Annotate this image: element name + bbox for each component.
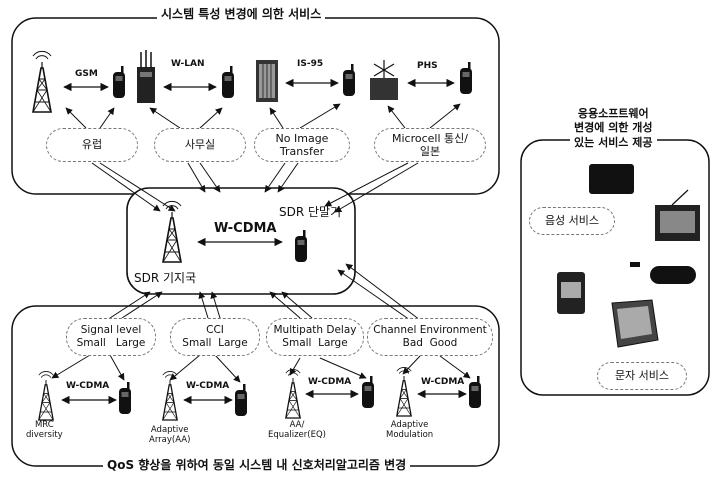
am-tower-icon bbox=[396, 366, 412, 417]
bottom-protocol-label-2: W-CDMA bbox=[186, 381, 230, 391]
right-section-title: 응용소프트웨어 변경에 의한 개성 있는 서비스 제공 bbox=[570, 107, 657, 150]
top-to-center-arrows bbox=[91, 162, 419, 213]
aaeq-phone-icon bbox=[362, 376, 374, 408]
mrc-tower-icon bbox=[38, 370, 54, 421]
phs-phone-icon bbox=[460, 62, 472, 94]
gsm-phone-icon bbox=[113, 66, 125, 98]
text-service: 문자 서비스 bbox=[597, 362, 687, 390]
aa-tower-icon bbox=[162, 370, 178, 421]
device-pda-icon bbox=[611, 299, 659, 348]
protocol-label-gsm: GSM bbox=[75, 69, 98, 79]
caption-aa-equalizer: AA/ Equalizer(EQ) bbox=[268, 420, 326, 440]
aaeq-tower-icon bbox=[285, 368, 301, 419]
mrc-phone-icon bbox=[119, 382, 131, 414]
is95-base-unit-icon bbox=[256, 60, 278, 102]
center-protocol-label: W-CDMA bbox=[214, 221, 277, 236]
top-section-frame bbox=[11, 17, 500, 195]
sdr-terminal-label: SDR 단말기 bbox=[279, 205, 342, 219]
protocol-label-wlan: W-LAN bbox=[171, 59, 205, 69]
service-office: 사무실 bbox=[154, 128, 246, 162]
condition-to-device-arrows bbox=[51, 354, 471, 383]
am-phone-icon bbox=[469, 376, 481, 408]
bottom-to-center-arrows bbox=[109, 263, 421, 321]
bottom-protocol-label-1: W-CDMA bbox=[66, 381, 110, 391]
service-no-image-transfer: No Image Transfer bbox=[254, 128, 350, 162]
device-radio-icon bbox=[655, 189, 700, 241]
device-speaker-icon bbox=[589, 164, 634, 194]
wlan-phone-icon bbox=[222, 66, 234, 98]
condition-signal-level: Signal level Small Large bbox=[66, 318, 156, 356]
is95-phone-icon bbox=[343, 64, 355, 96]
aa-phone-icon bbox=[235, 384, 247, 416]
caption-mrc-diversity: MRC diversity bbox=[26, 420, 63, 440]
condition-cci: CCI Small Large bbox=[170, 318, 260, 356]
service-microcell: Microcell 통신/ 일본 bbox=[374, 128, 486, 162]
phs-base-station-icon bbox=[370, 60, 398, 100]
condition-channel-environment: Channel Environment Bad Good bbox=[367, 318, 493, 356]
sdr-base-station-label: SDR 기지국 bbox=[134, 271, 197, 285]
device-remote-icon bbox=[630, 262, 696, 284]
bottom-protocol-label-4: W-CDMA bbox=[421, 377, 465, 387]
bottom-section-title: QoS 향상을 위하여 동일 시스템 내 신호처리알고리즘 변경 bbox=[103, 458, 411, 473]
protocol-label-phs: PHS bbox=[417, 61, 438, 71]
condition-multipath-delay: Multipath Delay Small Large bbox=[266, 318, 364, 356]
top-section-title: 시스템 특성 변경에 의한 서비스 bbox=[157, 7, 326, 22]
gsm-tower-icon bbox=[32, 50, 52, 113]
caption-adaptive-array: Adaptive Array(AA) bbox=[149, 425, 191, 445]
voice-service: 음성 서비스 bbox=[529, 207, 615, 235]
wlan-hub-icon bbox=[137, 50, 155, 103]
caption-adaptive-modulation: Adaptive Modulation bbox=[386, 420, 434, 440]
device-pager-icon bbox=[557, 272, 585, 314]
top-service-arrows bbox=[65, 103, 461, 129]
service-europe: 유럽 bbox=[46, 128, 138, 162]
bottom-protocol-label-3: W-CDMA bbox=[308, 377, 352, 387]
protocol-label-is95: IS-95 bbox=[297, 59, 324, 69]
